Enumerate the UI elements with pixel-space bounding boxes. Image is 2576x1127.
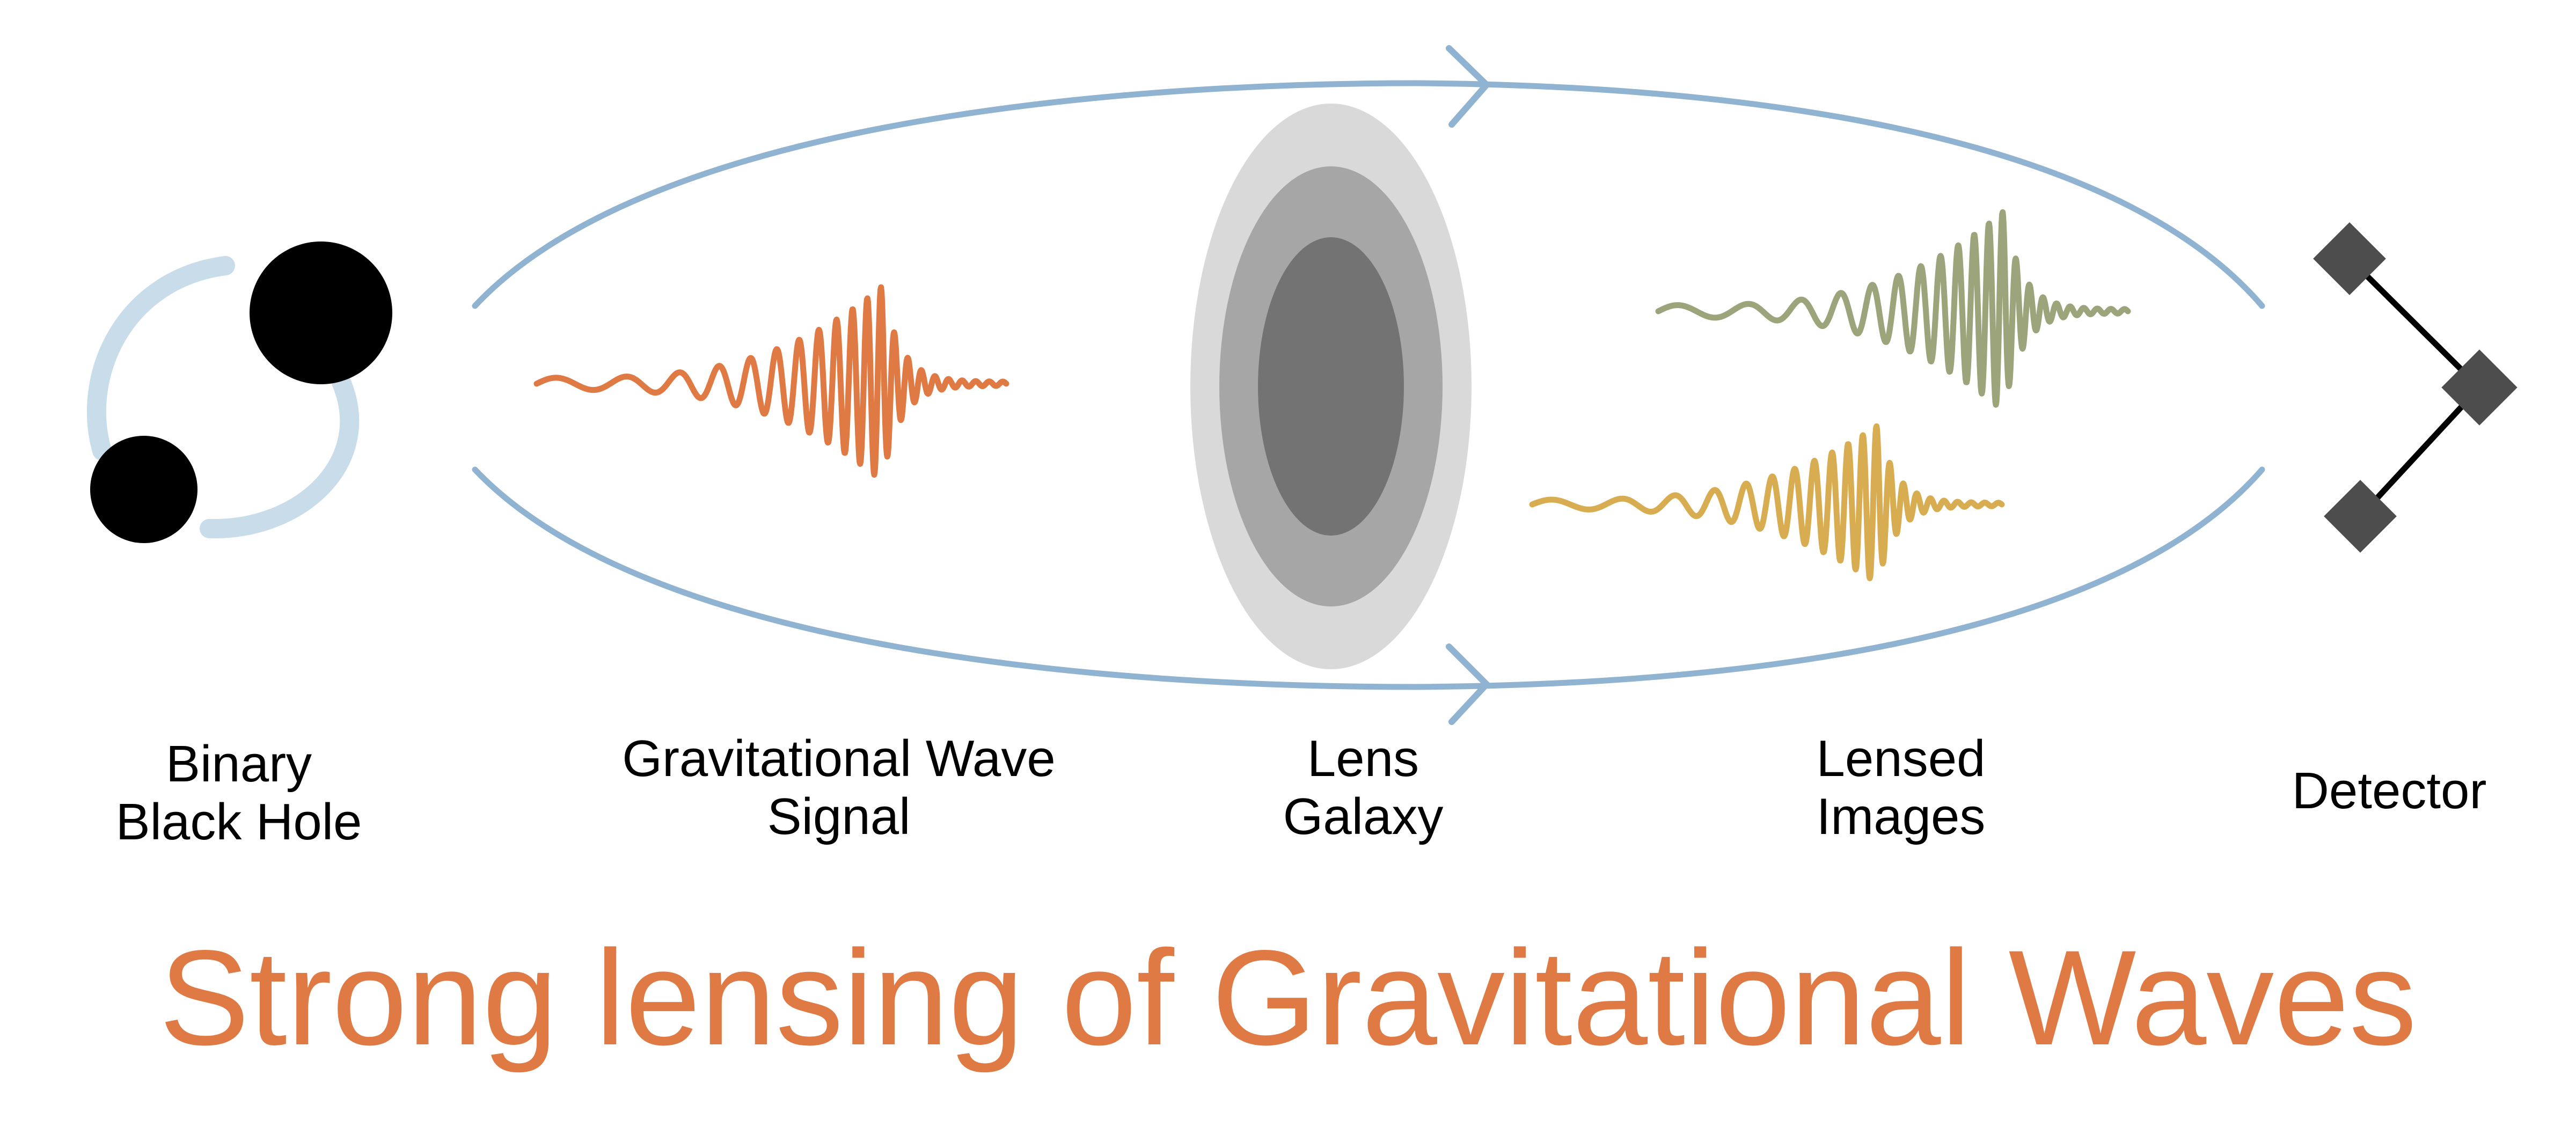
upper-arrow-icon bbox=[1446, 45, 1490, 128]
label-gravitational-wave-signal: Gravitational Wave Signal bbox=[622, 730, 1055, 846]
label-line: Binary bbox=[165, 735, 312, 793]
upper-path bbox=[472, 80, 2265, 309]
label-line: Gravitational Wave bbox=[622, 730, 1056, 787]
lower-path bbox=[472, 466, 2265, 690]
label-line: Galaxy bbox=[1283, 788, 1444, 845]
label-line: Detector bbox=[2292, 762, 2487, 819]
label-lens-galaxy: Lens Galaxy bbox=[1283, 730, 1444, 846]
diagram-title: Strong lensing of Gravitational Waves bbox=[159, 923, 2417, 1073]
lensed-image-lower-waveform bbox=[1529, 423, 2005, 581]
orbit-arc-lower bbox=[200, 371, 360, 539]
detector-arm-lower bbox=[2358, 385, 2482, 518]
lensed-image-upper-waveform bbox=[1655, 209, 2131, 408]
black-hole-small bbox=[90, 436, 197, 543]
lensing-paths bbox=[472, 45, 2265, 725]
binary-black-hole-icon bbox=[86, 241, 392, 543]
detector-mirror-lower bbox=[2324, 480, 2397, 553]
label-lensed-images: Lensed Images bbox=[1817, 730, 1986, 846]
label-line: Images bbox=[1816, 788, 1986, 845]
black-hole-large bbox=[250, 241, 392, 384]
label-line: Lensed bbox=[1816, 730, 1986, 787]
detector-arm-upper bbox=[2347, 257, 2482, 390]
label-binary-black-hole: Binary Black Hole bbox=[116, 735, 362, 851]
label-detector: Detector bbox=[2292, 762, 2487, 820]
label-line: Signal bbox=[767, 788, 911, 845]
label-line: Black Hole bbox=[115, 793, 362, 851]
label-line: Lens bbox=[1307, 730, 1419, 787]
galaxy-core bbox=[1258, 237, 1404, 536]
lower-arrow-icon bbox=[1446, 643, 1490, 725]
detector-icon bbox=[2313, 222, 2518, 553]
lens-galaxy-icon bbox=[1190, 104, 1472, 669]
orbit-arc-upper bbox=[86, 256, 235, 460]
gravitational-wave-signal-waveform bbox=[533, 284, 1009, 478]
detector-mirror-upper bbox=[2313, 222, 2386, 295]
